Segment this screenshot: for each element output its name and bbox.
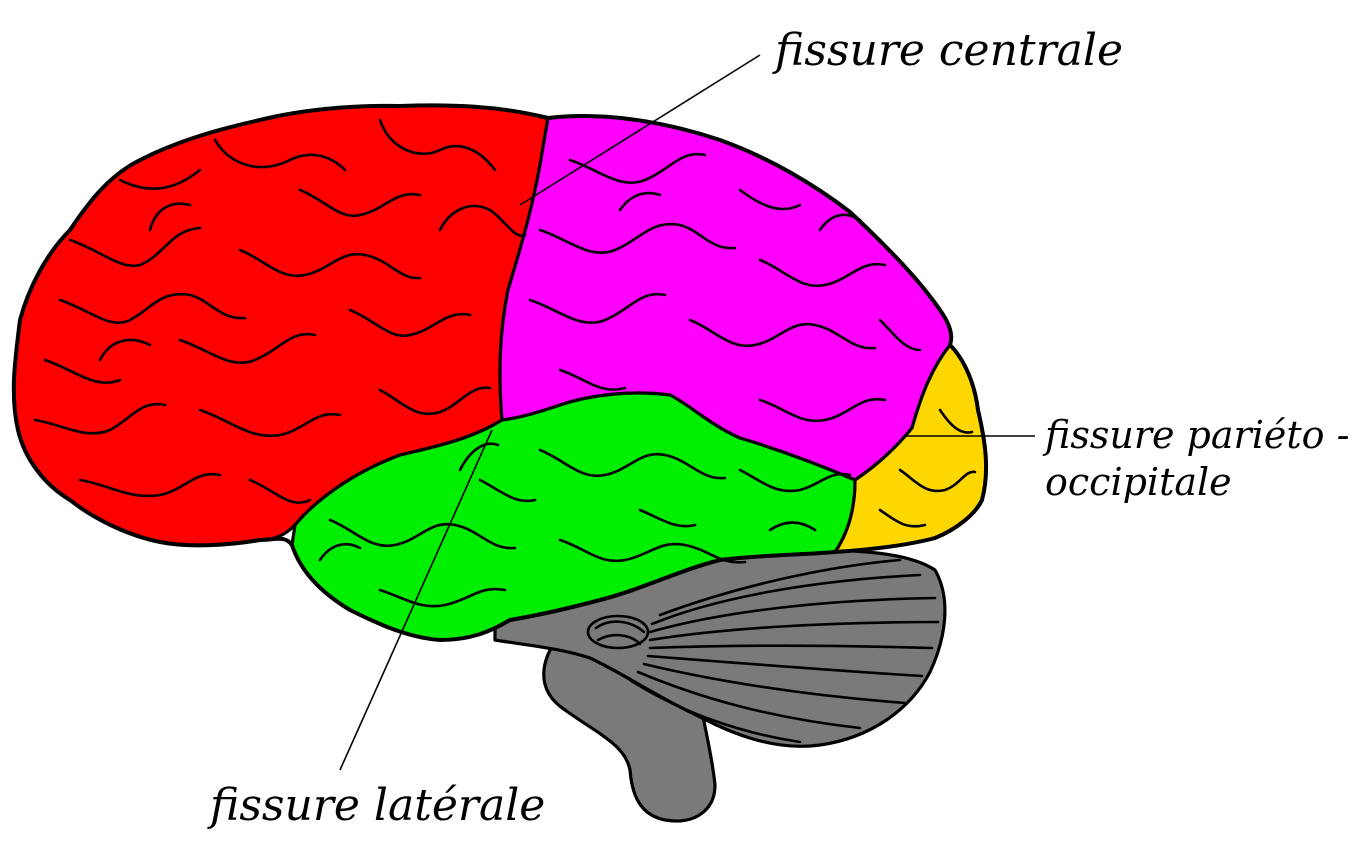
parieto-occipital-label-line2: occipitale	[1045, 460, 1232, 504]
parieto-occipital-label-line1: fissure pariéto -	[1042, 413, 1349, 457]
lateral-fissure-label: fissure latérale	[207, 780, 545, 831]
central-fissure-label: fissure centrale	[772, 25, 1123, 76]
